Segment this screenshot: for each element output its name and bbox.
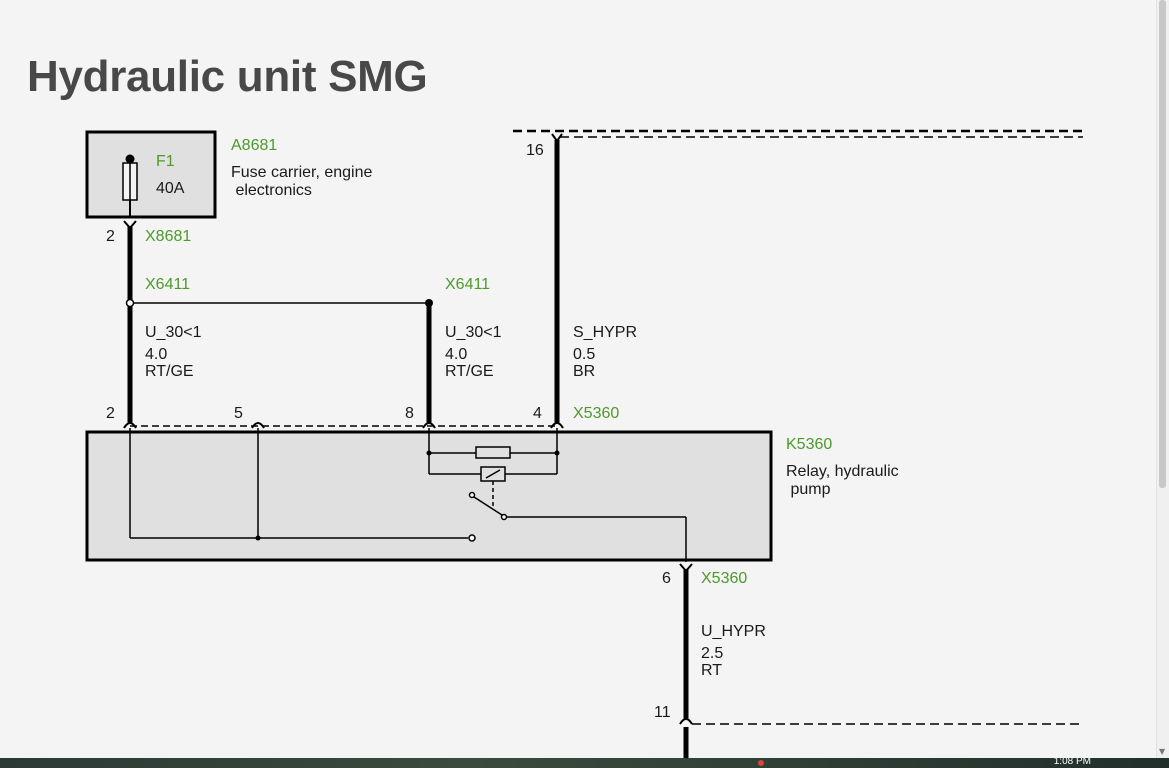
fuse-carrier-ref: A8681 (231, 137, 277, 154)
splice-x6411 (125, 298, 433, 424)
fuse-carrier-desc-line1: Fuse carrier, engine (231, 164, 373, 181)
wire2-gauge: 4.0 (445, 346, 467, 363)
top-harness-line (513, 129, 1083, 138)
wire1-color: RT/GE (145, 363, 194, 380)
scroll-down-arrow-icon[interactable]: ▼ (1159, 747, 1166, 756)
wire3-color: BR (573, 363, 595, 380)
wire3-gauge: 0.5 (573, 346, 595, 363)
page-title: Hydraulic unit SMG (27, 52, 428, 101)
connector-x6411-left: X6411 (145, 276, 190, 293)
fuse-rating: 40A (156, 180, 185, 197)
pin-bottom-11: 11 (654, 704, 671, 721)
wire2-color: RT/GE (445, 363, 494, 380)
relay-desc-line2: pump (786, 481, 831, 498)
scrollbar-thumb[interactable] (1159, 0, 1166, 488)
pin-x5360-6: 6 (662, 570, 671, 587)
wire-u-hypr (679, 563, 1083, 758)
fuse-carrier-desc-line2: electronics (231, 182, 312, 199)
page: Hydraulic unit SMG F1 40A A8681 Fuse car… (27, 52, 1083, 758)
connector-x5360-top-line (123, 422, 564, 429)
wiring-diagram: F1 40A A8681 Fuse carrier, engine electr… (85, 129, 1083, 758)
connector-x6411-right: X6411 (445, 276, 490, 293)
connector-x8681: X8681 (145, 228, 191, 245)
fuse-carrier-box (85, 130, 217, 219)
wire4-gauge: 2.5 (701, 645, 723, 662)
pin-top-16: 16 (526, 142, 544, 159)
connector-x5360-top: X5360 (573, 405, 619, 422)
fuse-ref: F1 (156, 153, 175, 170)
vertical-scrollbar[interactable]: ▼ (1156, 0, 1169, 758)
wire-s-hypr (551, 133, 563, 424)
taskbar: 1:08 PM (0, 758, 1169, 768)
connector-x5360-bottom: X5360 (701, 570, 747, 587)
wire4-signal: U_HYPR (701, 623, 766, 640)
relay-desc-line1: Relay, hydraulic (786, 463, 899, 480)
wire-fuse-to-relay (123, 220, 137, 424)
fuse-symbol (122, 154, 138, 217)
wire3-signal: S_HYPR (573, 324, 637, 341)
pin-x5360-8: 8 (405, 405, 414, 422)
relay-internal-circuit (129, 428, 687, 562)
pin-x8681: 2 (106, 228, 115, 245)
wire1-gauge: 4.0 (145, 346, 167, 363)
pin-x5360-2: 2 (106, 405, 115, 422)
pin-x5360-4: 4 (533, 405, 542, 422)
relay-ref: K5360 (786, 436, 832, 453)
taskbar-app-icon[interactable] (758, 760, 764, 766)
taskbar-clock: 1:08 PM (1053, 758, 1091, 767)
wire4-color: RT (701, 662, 722, 679)
wire1-signal: U_30<1 (145, 324, 202, 341)
wire2-signal: U_30<1 (445, 324, 502, 341)
pin-x5360-5: 5 (234, 405, 243, 422)
